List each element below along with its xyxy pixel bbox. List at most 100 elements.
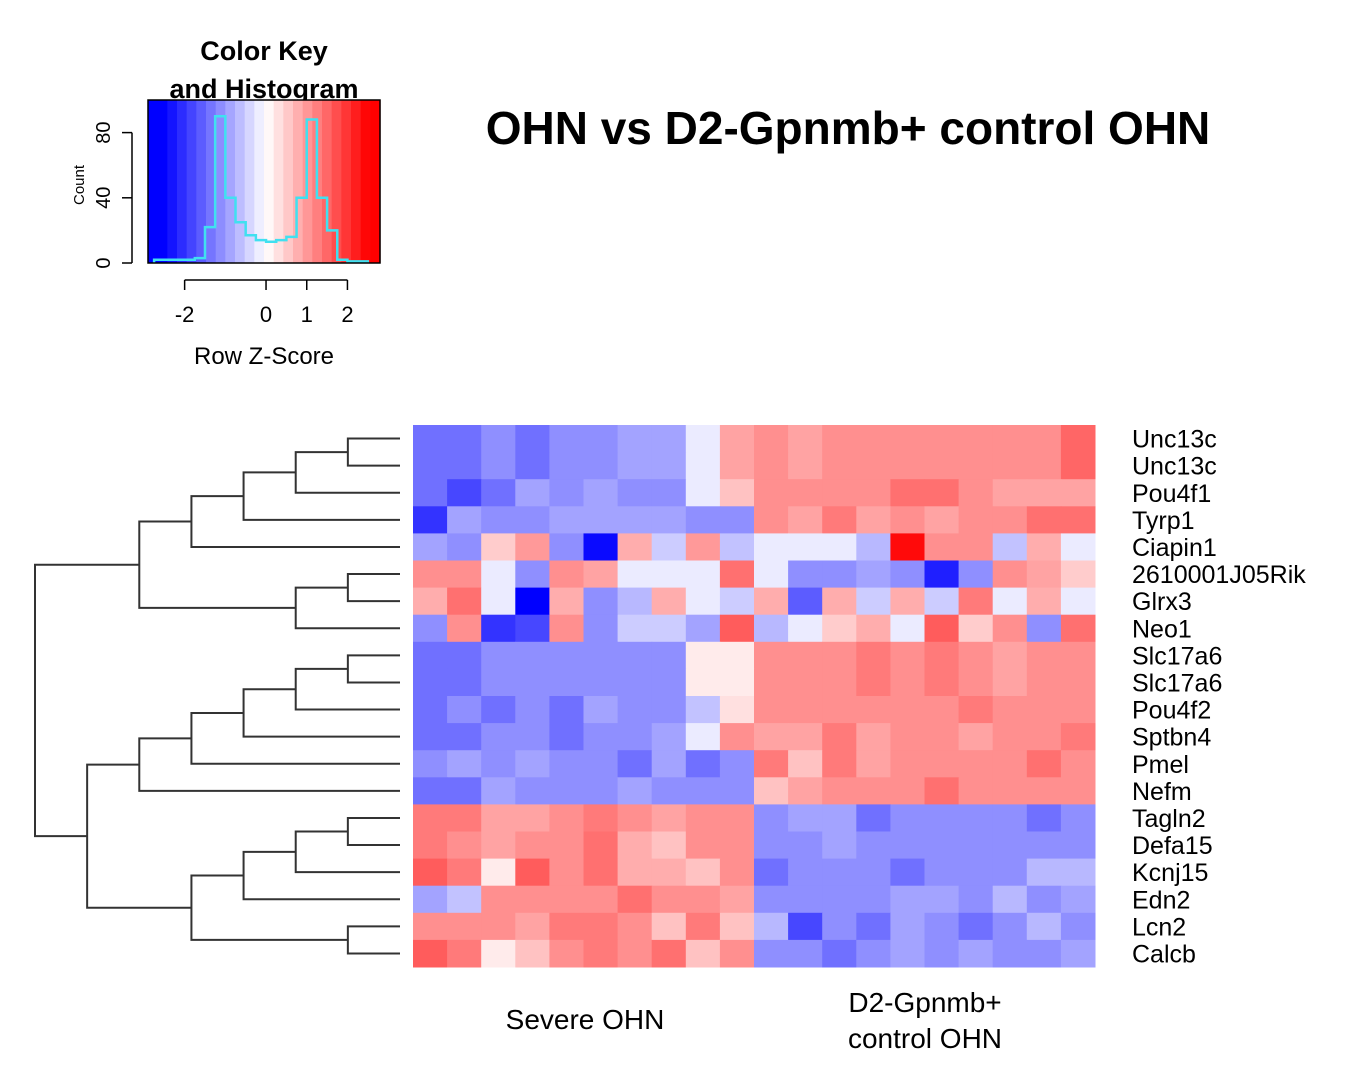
- color-key-ylabel: Count: [71, 164, 88, 205]
- heatmap-cell: [992, 831, 1028, 860]
- heatmap-cell: [890, 696, 925, 724]
- heatmap-cell: [549, 479, 584, 507]
- heatmap-cell: [788, 912, 823, 941]
- heatmap-cell: [617, 533, 653, 561]
- heatmap-cell: [685, 885, 721, 914]
- dendrogram-branch: [346, 925, 400, 955]
- heatmap-cell: [822, 696, 857, 724]
- color-key-band: [244, 100, 255, 263]
- heatmap-cell: [617, 858, 653, 887]
- heatmap-cell: [754, 885, 789, 914]
- heatmap-cell: [515, 912, 550, 941]
- heatmap-cell: [856, 939, 891, 968]
- heatmap-cell: [549, 696, 584, 724]
- dendrogram-branch: [242, 471, 400, 521]
- heatmap-cell: [754, 939, 789, 968]
- heatmap-cell: [1060, 614, 1096, 643]
- heatmap-cell: [685, 479, 721, 507]
- heatmap-cell: [481, 804, 516, 832]
- heatmap-cell: [617, 912, 653, 941]
- heatmap-cell: [856, 452, 891, 480]
- heatmap-cell: [549, 560, 584, 589]
- heatmap-cell: [822, 723, 857, 751]
- color-key-band: [351, 100, 362, 263]
- heatmap-cell: [481, 425, 516, 453]
- heatmap-cell: [924, 587, 960, 616]
- heatmap-cell: [719, 804, 755, 832]
- heatmap-cell: [447, 641, 482, 670]
- color-key-histogram: [152, 115, 370, 263]
- heatmap-cell: [754, 804, 789, 832]
- heatmap-cell: [992, 506, 1028, 534]
- heatmap-cell: [685, 668, 721, 697]
- color-key-band: [293, 100, 304, 263]
- heatmap-cell: [890, 750, 925, 778]
- heatmap-cell: [481, 912, 516, 941]
- heatmap-cell: [958, 479, 994, 507]
- heatmap-cell: [992, 668, 1028, 697]
- heatmap-cell: [958, 506, 994, 534]
- heatmap-cell: [754, 750, 789, 778]
- heatmap-cell: [856, 425, 891, 453]
- color-key-title-line2: and Histogram: [169, 74, 358, 104]
- heatmap-cell: [617, 452, 653, 480]
- heatmap-cell: [447, 452, 482, 480]
- row-label: Defa15: [1132, 832, 1213, 860]
- heatmap-cell: [583, 723, 619, 751]
- heatmap-cell: [481, 533, 516, 561]
- heatmap-cell: [583, 885, 619, 914]
- heatmap-cell: [890, 533, 925, 561]
- heatmap-cell: [1060, 587, 1096, 616]
- heatmap-cell: [549, 939, 584, 968]
- group-label-control-line1: D2-Gpnmb+: [848, 987, 1002, 1018]
- heatmap-cell: [481, 668, 516, 697]
- dendrogram-branch: [138, 737, 400, 792]
- heatmap-cell: [617, 939, 653, 968]
- heatmap-cell: [447, 614, 482, 643]
- heatmap-cell: [1026, 696, 1062, 724]
- heatmap-cell: [1060, 885, 1096, 914]
- heatmap-cell: [822, 668, 857, 697]
- heatmap-cell: [1060, 939, 1096, 968]
- color-key-band: [177, 100, 188, 263]
- heatmap-cell: [958, 912, 994, 941]
- heatmap-cell: [822, 777, 857, 805]
- heatmap-cell: [481, 506, 516, 534]
- color-key-y-tick-label: 80: [93, 121, 115, 143]
- heatmap-cell: [924, 479, 960, 507]
- heatmap-cell: [992, 533, 1028, 561]
- dendrogram-branch: [138, 520, 296, 609]
- heatmap-cell: [890, 858, 925, 887]
- heatmap-cell: [958, 885, 994, 914]
- heatmap-cell: [719, 587, 755, 616]
- heatmap-cell: [549, 750, 584, 778]
- heatmap-cell: [958, 560, 994, 589]
- color-key-band: [331, 100, 342, 263]
- heatmap-cell: [924, 831, 960, 860]
- heatmap-cell: [651, 750, 687, 778]
- heatmap-cell: [924, 723, 960, 751]
- heatmap-cell: [924, 668, 960, 697]
- heatmap-cell: [583, 479, 619, 507]
- heatmap-cell: [992, 560, 1028, 589]
- heatmap-cell: [515, 587, 550, 616]
- heatmap-cell: [651, 939, 687, 968]
- heatmap-cell: [856, 696, 891, 724]
- heatmap-cell: [617, 587, 653, 616]
- dendrogram-branch: [86, 763, 192, 909]
- heatmap-cell: [788, 479, 823, 507]
- heatmap-cell: [958, 858, 994, 887]
- heatmap-cell: [992, 912, 1028, 941]
- heatmap: [413, 425, 1096, 968]
- heatmap-cell: [890, 452, 925, 480]
- color-key-x-tick-label: 0: [260, 302, 272, 327]
- heatmap-cell: [856, 885, 891, 914]
- heatmap-cell: [822, 831, 857, 860]
- row-label: Calcb: [1132, 940, 1196, 968]
- heatmap-cell: [1026, 912, 1062, 941]
- heatmap-cell: [822, 804, 857, 832]
- heatmap-cell: [992, 452, 1028, 480]
- heatmap-cell: [549, 831, 584, 860]
- heatmap-cell: [1026, 831, 1062, 860]
- heatmap-cell: [651, 533, 687, 561]
